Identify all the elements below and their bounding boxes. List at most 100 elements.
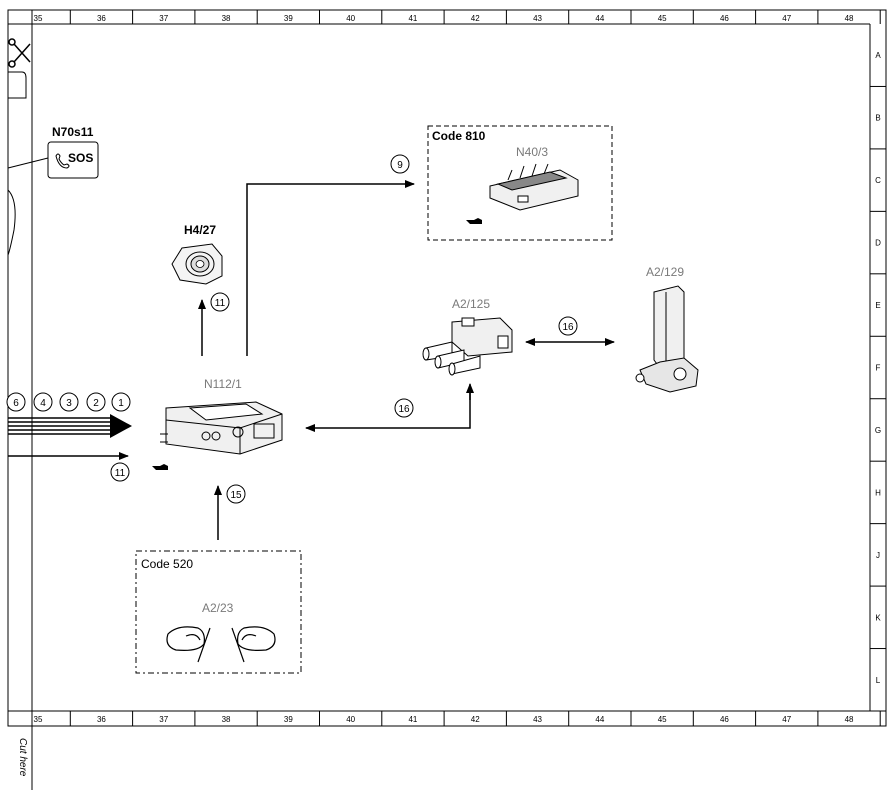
column-ruler-top: 35 36 37 38 39 40 41 42 43 44 45 46 47 48 <box>34 10 881 24</box>
h4-27-label: H4/27 <box>184 223 216 237</box>
code-520-group: Code 520 A2/23 <box>135 550 302 674</box>
row-letter: L <box>876 676 881 685</box>
code-810-label: Code 810 <box>432 129 486 143</box>
mirror-right-icon <box>231 626 276 663</box>
svg-text:11: 11 <box>215 298 226 309</box>
row-letter: E <box>875 301 880 310</box>
sos-badge: SOS <box>68 151 93 165</box>
line-a2-125-to-n112 <box>305 386 471 432</box>
n112-1-label: N112/1 <box>204 377 242 391</box>
mirror-left-icon <box>166 626 211 663</box>
connection-11-up: 11 <box>210 292 230 312</box>
column-number: 38 <box>222 14 231 23</box>
pointing-hand-icon <box>466 218 482 224</box>
column-number: 38 <box>222 715 231 724</box>
a2-129-antenna: A2/129 <box>635 265 699 393</box>
row-letter: D <box>875 239 881 248</box>
bus-1: 1 <box>111 392 131 412</box>
n70s11-button: N70s11 SOS <box>47 125 99 179</box>
column-number: 36 <box>97 715 106 724</box>
column-number: 47 <box>782 715 791 724</box>
n70s11-label: N70s11 <box>52 125 94 139</box>
column-number: 47 <box>782 14 791 23</box>
svg-text:16: 16 <box>562 322 574 333</box>
column-number: 35 <box>34 14 43 23</box>
a2-125-antenna-connector: A2/125 <box>422 297 513 376</box>
sos-button-box <box>47 141 99 179</box>
left-partial-parts <box>7 71 49 256</box>
line-n112-to-n40 <box>246 180 415 356</box>
column-number: 45 <box>658 715 667 724</box>
column-number: 40 <box>346 715 355 724</box>
svg-text:3: 3 <box>66 398 72 409</box>
row-letter: F <box>876 364 881 373</box>
connection-9: 9 <box>390 154 410 174</box>
column-number: 44 <box>595 14 604 23</box>
n40-3-label: N40/3 <box>516 145 548 159</box>
connection-lines <box>8 180 615 540</box>
a2-23-label: A2/23 <box>202 601 234 615</box>
column-number: 44 <box>595 715 604 724</box>
column-number: 48 <box>845 715 854 724</box>
row-letter: C <box>875 176 881 185</box>
svg-text:9: 9 <box>397 160 403 171</box>
phone-icon <box>55 153 70 169</box>
column-number: 46 <box>720 14 729 23</box>
a2-125-label: A2/125 <box>452 297 490 311</box>
svg-text:16: 16 <box>398 404 410 415</box>
n40-3-module <box>489 163 579 211</box>
column-number: 37 <box>159 14 168 23</box>
column-number: 48 <box>845 14 854 23</box>
svg-text:4: 4 <box>40 398 46 409</box>
row-ruler-right: A B C D E F G H J K L <box>870 51 886 712</box>
row-letter: K <box>875 613 881 622</box>
column-ruler-bottom: 35 36 37 38 39 40 41 42 43 44 45 46 47 48 <box>34 711 881 726</box>
row-letter: H <box>875 488 881 497</box>
bus-6: 6 <box>6 392 26 412</box>
cut-marker: Cut here <box>8 38 31 777</box>
column-number: 43 <box>533 715 542 724</box>
column-number: 42 <box>471 715 480 724</box>
bus-2: 2 <box>86 392 106 412</box>
svg-text:2: 2 <box>93 398 99 409</box>
connection-16-bottom: 16 <box>394 398 414 418</box>
svg-text:6: 6 <box>13 398 19 409</box>
svg-text:11: 11 <box>115 468 126 479</box>
h4-27-speaker: H4/27 <box>171 223 223 285</box>
column-number: 39 <box>284 14 293 23</box>
n112-1-control-unit: N112/1 <box>152 377 283 470</box>
scissors-icon <box>8 38 31 68</box>
column-number: 41 <box>408 14 417 23</box>
column-number: 39 <box>284 715 293 724</box>
column-number: 42 <box>471 14 480 23</box>
connection-11-left: 11 <box>110 462 130 482</box>
cut-here-text: Cut here <box>17 738 28 777</box>
connection-numbers: 9 11 16 16 15 11 6 4 <box>6 154 578 504</box>
code-520-label: Code 520 <box>141 557 193 571</box>
bus-3: 3 <box>59 392 79 412</box>
svg-text:15: 15 <box>230 490 242 501</box>
connection-16-top: 16 <box>558 316 578 336</box>
column-number: 43 <box>533 14 542 23</box>
row-letter: A <box>875 51 881 60</box>
code-810-group: Code 810 N40/3 <box>427 125 613 241</box>
bus-4: 4 <box>33 392 53 412</box>
column-number: 37 <box>159 715 168 724</box>
a2-129-label: A2/129 <box>646 265 684 279</box>
pointing-hand-icon <box>152 464 168 470</box>
svg-text:1: 1 <box>118 398 124 409</box>
connection-15: 15 <box>226 484 246 504</box>
bus-arrowhead <box>110 414 132 438</box>
column-number: 41 <box>408 715 417 724</box>
column-number: 46 <box>720 715 729 724</box>
bus-lines <box>8 417 112 435</box>
row-letter: J <box>876 551 880 560</box>
row-letter: G <box>875 426 881 435</box>
column-number: 45 <box>658 14 667 23</box>
row-letter: B <box>875 114 880 123</box>
column-number: 35 <box>34 715 43 724</box>
column-number: 36 <box>97 14 106 23</box>
column-number: 40 <box>346 14 355 23</box>
